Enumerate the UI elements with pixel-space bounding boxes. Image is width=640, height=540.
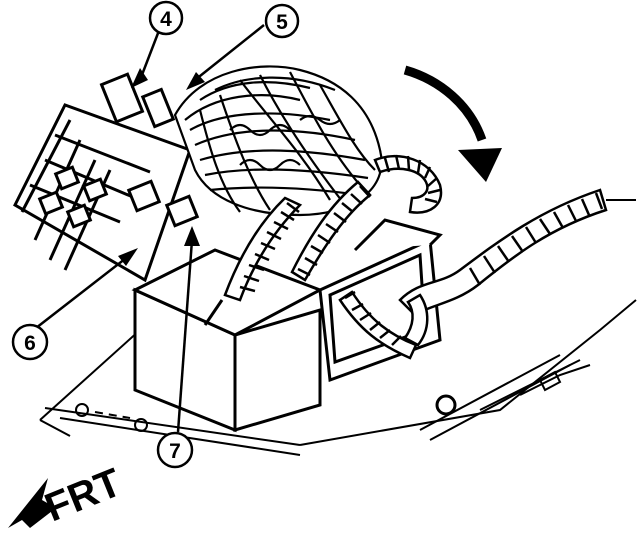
floor-pan: [39, 299, 637, 456]
callout-5: 5: [264, 3, 300, 39]
conduit-right: [398, 188, 636, 347]
callout-4-label: 4: [160, 8, 172, 31]
rotation-arrow: [403, 65, 502, 182]
wire-bundle: [173, 65, 383, 217]
conduit-upper-right: [373, 154, 443, 214]
callout-4: 4: [148, 0, 184, 36]
module-housing: [131, 248, 324, 433]
front-arrow-icon: [8, 478, 56, 528]
front-label: FRT: [39, 460, 128, 530]
leader-lines: [35, 24, 265, 433]
callout-7: 7: [156, 431, 194, 469]
front-direction-indicator: FRT: [8, 460, 127, 530]
conduit-middle: [290, 180, 418, 360]
leader-arrowheads: [118, 68, 205, 266]
relay-fuse-panel: [13, 72, 200, 283]
callout-7-label: 7: [169, 440, 181, 463]
conduit-left: [223, 196, 303, 302]
callout-6: 6: [11, 323, 49, 361]
callout-6-label: 6: [24, 332, 36, 355]
callout-5-label: 5: [276, 11, 288, 34]
